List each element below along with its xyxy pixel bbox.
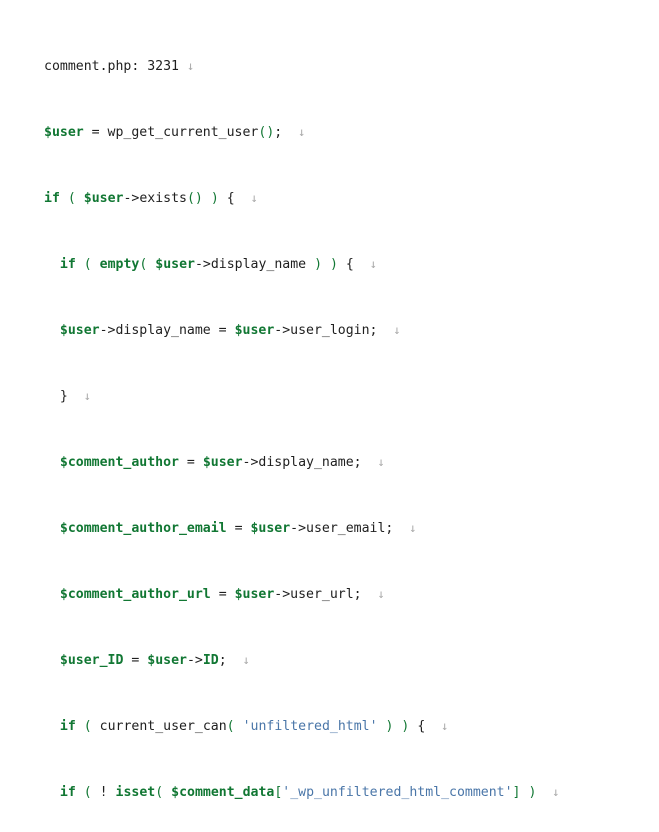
code-line: } ↓	[59, 389, 91, 404]
eol-marker-icon: ↓	[83, 389, 91, 403]
eol-marker-icon: ↓	[552, 785, 560, 799]
eol-marker-icon: ↓	[242, 653, 250, 667]
code-line: if ( empty( $user->display_name ) ) { ↓	[59, 257, 377, 272]
code-viewer: comment.php: 3231 ↓ $user = wp_get_curre…	[44, 59, 560, 800]
code-line: if ( ! isset( $comment_data['_wp_unfilte…	[59, 785, 560, 800]
eol-marker-icon: ↓	[250, 191, 258, 205]
code-line: $user = wp_get_current_user(); ↓	[44, 125, 306, 140]
eol-marker-icon: ↓	[298, 125, 306, 139]
eol-marker-icon: ↓	[393, 323, 401, 337]
file-header-label: comment.php: 3231	[44, 59, 179, 74]
eol-marker-icon: ↓	[409, 521, 417, 535]
code-line: $comment_author = $user->display_name; ↓	[59, 455, 385, 470]
code-line: if ( current_user_can( 'unfiltered_html'…	[59, 719, 449, 734]
code-line: $comment_author_url = $user->user_url; ↓	[59, 587, 385, 602]
eol-marker-icon: ↓	[441, 719, 449, 733]
code-line: $user->display_name = $user->user_login;…	[59, 323, 401, 338]
eol-marker-icon: ↓	[186, 59, 195, 73]
eol-marker-icon: ↓	[369, 257, 377, 271]
eol-marker-icon: ↓	[377, 455, 385, 469]
code-line: $user_ID = $user->ID; ↓	[59, 653, 250, 668]
eol-marker-icon: ↓	[377, 587, 385, 601]
code-line: if ( $user->exists() ) { ↓	[44, 191, 258, 206]
code-line: comment.php: 3231 ↓	[44, 55, 659, 77]
code-line: $comment_author_email = $user->user_emai…	[59, 521, 417, 536]
code-listing[interactable]: comment.php: 3231 ↓ $user = wp_get_curre…	[44, 11, 659, 832]
